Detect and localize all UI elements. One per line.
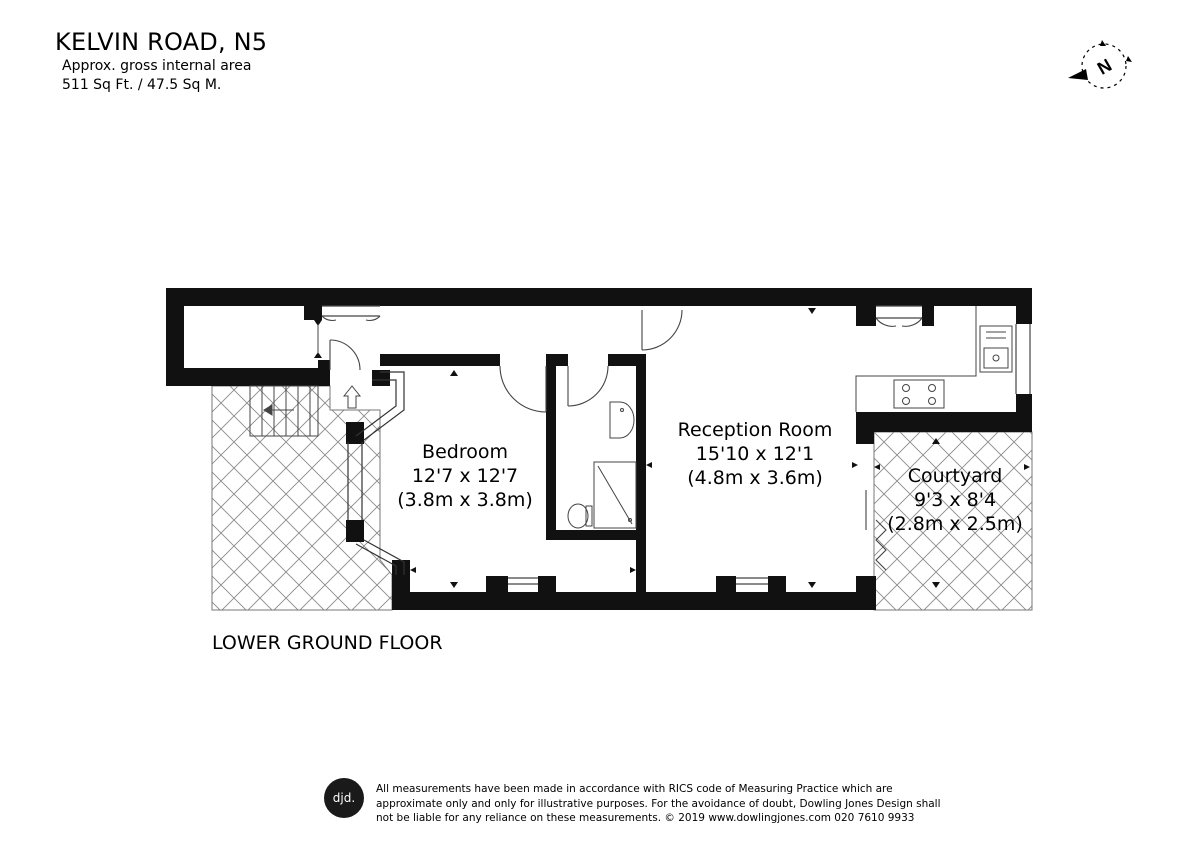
reception-name: Reception Room <box>677 419 833 441</box>
courtyard-area <box>873 431 1033 611</box>
ensuite-fixtures <box>567 401 637 529</box>
bedroom-metric: (3.8m x 3.8m) <box>397 489 533 511</box>
courtyard-name: Courtyard <box>907 465 1003 487</box>
reception-imperial: 15'10 x 12'1 <box>695 443 815 465</box>
disclaimer: All measurements have been made in accor… <box>376 782 941 826</box>
area-value: 511 Sq Ft. / 47.5 Sq M. <box>62 77 222 93</box>
property-title: KELVIN ROAD, N5 <box>55 28 268 56</box>
reception-room-label: Reception Room 15'10 x 12'1 (4.8m x 3.6m… <box>655 418 855 490</box>
disclaimer-line-3: not be liable for any reliance on these … <box>376 812 915 824</box>
dimension-markers <box>314 308 1030 588</box>
disclaimer-line-1: All measurements have been made in accor… <box>376 783 893 795</box>
entry-arrow <box>342 385 362 409</box>
kitchen-units <box>855 306 1013 412</box>
lightwell-area <box>211 385 393 611</box>
company-logo: djd. <box>324 778 364 818</box>
bay-window <box>347 371 405 575</box>
bedroom-imperial: 12'7 x 12'7 <box>411 465 519 487</box>
disclaimer-line-2: approximate only and only for illustrati… <box>376 797 941 810</box>
doors <box>321 309 923 413</box>
bedroom-name: Bedroom <box>422 441 508 463</box>
bedroom-label: Bedroom 12'7 x 12'7 (3.8m x 3.8m) <box>380 440 550 512</box>
staircase <box>249 385 319 437</box>
floor-name: LOWER GROUND FLOOR <box>212 632 443 654</box>
walls <box>166 288 1032 610</box>
north-arrow-icon: N <box>1068 40 1132 89</box>
bifold-door <box>865 490 887 571</box>
area-label: Approx. gross internal area <box>62 58 252 74</box>
windows <box>322 305 1031 585</box>
courtyard-imperial: 9'3 x 8'4 <box>913 489 997 511</box>
courtyard-metric: (2.8m x 2.5m) <box>887 513 1023 535</box>
courtyard-label: Courtyard 9'3 x 8'4 (2.8m x 2.5m) <box>880 464 1030 536</box>
reception-metric: (4.8m x 3.6m) <box>687 467 823 489</box>
